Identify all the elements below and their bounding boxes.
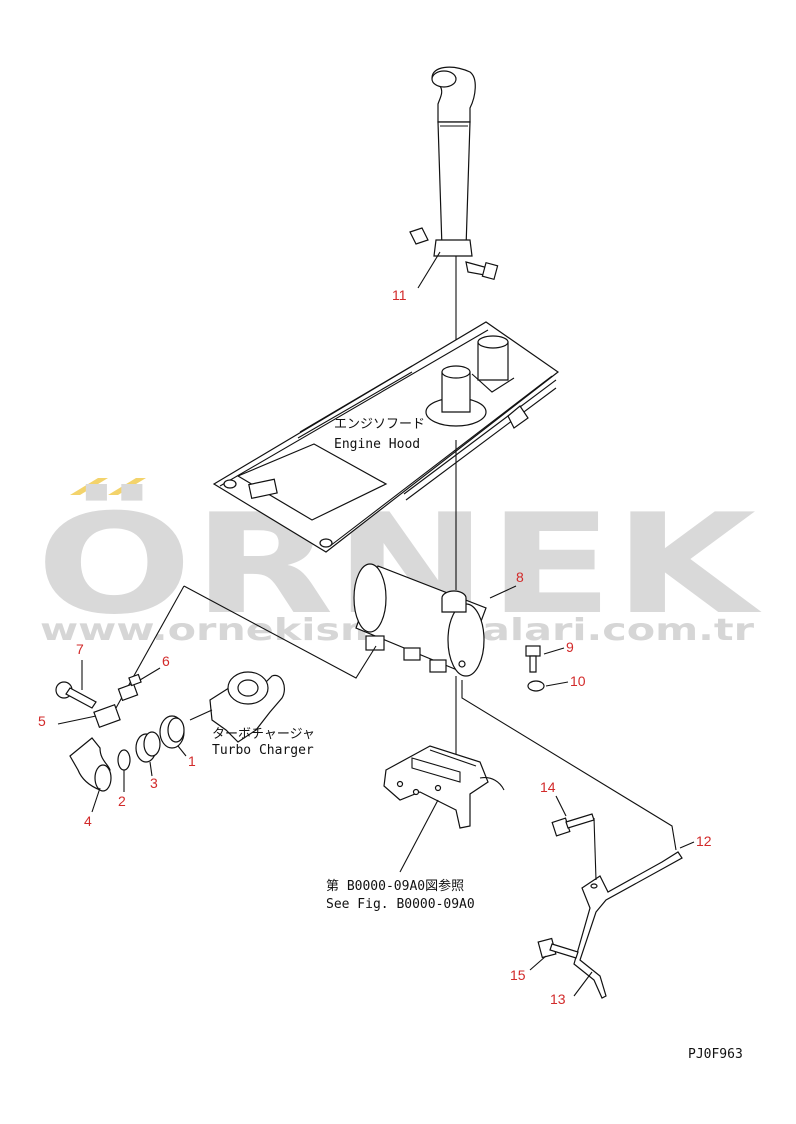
turbo-en-label: Turbo Charger <box>212 743 314 758</box>
ring-2 <box>117 749 131 771</box>
engine-hood-en-label: Engine Hood <box>334 437 420 452</box>
label-11: 11 <box>392 287 407 303</box>
label-7: 7 <box>76 641 84 657</box>
bolt-9 <box>525 645 541 673</box>
elbow-4 <box>69 737 112 792</box>
label-2: 2 <box>118 793 126 809</box>
label-15: 15 <box>510 967 526 983</box>
watermark-accent-right <box>108 478 146 495</box>
label-5: 5 <box>38 713 46 729</box>
label-14: 14 <box>540 779 556 795</box>
label-3: 3 <box>150 775 158 791</box>
exhaust-stack <box>409 66 499 281</box>
mount-bracket <box>383 745 505 829</box>
clamp-5-6 <box>93 673 142 729</box>
stay-12 <box>573 851 683 999</box>
watermark-accent-left <box>70 478 108 495</box>
label-6: 6 <box>162 653 170 669</box>
bolt-14 <box>551 813 595 837</box>
label-4: 4 <box>84 813 92 829</box>
engine-hood-jp-label: エンジソフード <box>334 417 425 432</box>
label-12: 12 <box>696 833 712 849</box>
washer-10 <box>527 680 545 692</box>
turbo-jp-label: ターボチャージャ <box>212 727 315 742</box>
drawing-code: PJ0F963 <box>688 1047 743 1062</box>
see-fig-en-label: See Fig. B0000-09A0 <box>326 897 475 912</box>
label-13: 13 <box>550 991 566 1007</box>
coupling-3 <box>135 731 161 763</box>
clamp-1 <box>159 715 185 749</box>
engine-hood <box>212 321 560 553</box>
see-fig-jp-label: 第 B0000-09A0図参照 <box>326 878 464 894</box>
label-1: 1 <box>188 753 196 769</box>
bolt-15 <box>537 937 579 959</box>
turbo-charger <box>209 671 285 743</box>
bolt-7 <box>55 681 97 709</box>
muffler <box>353 563 487 677</box>
label-9: 9 <box>566 639 574 655</box>
label-8: 8 <box>516 569 524 585</box>
label-10: 10 <box>570 673 586 689</box>
